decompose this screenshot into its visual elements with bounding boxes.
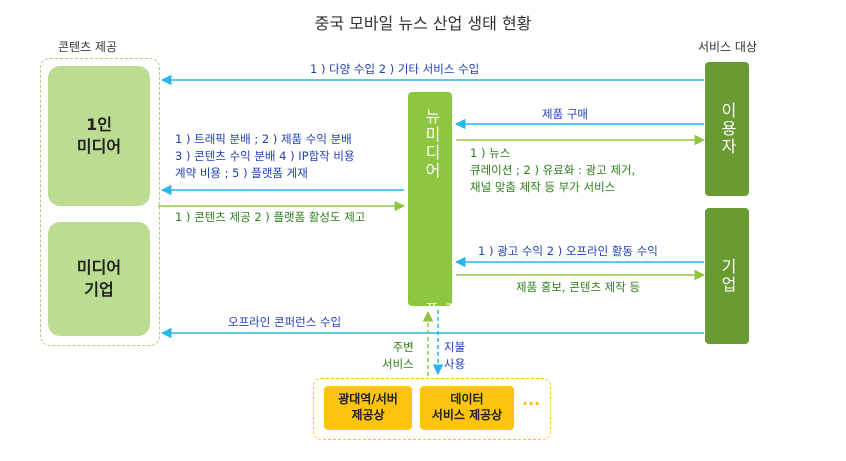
label-payment-use: 지불 사용 (444, 340, 466, 371)
one-person-media-box: 1인 미디어 (48, 66, 150, 206)
users-box: 이용자 (705, 62, 749, 196)
label-top-revenue: 1 ) 다양 수입 2 ) 기타 서비스 수입 (310, 62, 480, 76)
new-media-platform-box: 뉴미디어 플랫폼 (408, 92, 479, 318)
content-providers-group (40, 58, 160, 346)
label-creator-to-platform: 1 ) 콘텐츠 제공 2 ) 플랫폼 활성도 제고 (175, 210, 366, 224)
label-platform-to-users: 1 ) 뉴스 큐레이션 ; 2 ) 유료화 : 광고 제거, 채널 맞춤 제작 … (470, 146, 636, 194)
service-targets-label: 서비스 대상 (698, 40, 758, 54)
label-product-promo: 제품 홍보, 콘텐츠 제작 등 (516, 280, 641, 294)
label-peripheral-service: 주변 서비스 (382, 340, 414, 371)
platform-label-top: 뉴미디어 (422, 108, 441, 180)
regional-server-provider-box: 광대역/서버 제공상 (324, 386, 412, 430)
label-platform-to-creator: 1 ) 트래픽 분배 ; 2 ) 제품 수익 분배 3 ) 콘텐츠 수익 분배 … (175, 132, 355, 180)
data-service-provider-box: 데이터 서비스 제공상 (420, 386, 514, 430)
diagram-title: 중국 모바일 뉴스 산업 생태 현황 (314, 14, 532, 33)
label-offline-conference: 오프라인 콘퍼런스 수입 (228, 315, 342, 329)
business-box: 기업 (705, 208, 749, 344)
media-company-box: 미디어 기업 (48, 222, 150, 336)
label-ad-revenue: 1 ) 광고 수익 2 ) 오프라인 활동 수익 (478, 244, 658, 258)
more-providers-ellipsis: ··· (522, 394, 541, 413)
platform-label-bottom: 플랫폼 (423, 302, 479, 318)
infrastructure-providers-group (313, 378, 551, 440)
label-product-purchase: 제품 구매 (542, 107, 588, 121)
content-providers-label: 콘텐츠 제공 (58, 40, 118, 54)
